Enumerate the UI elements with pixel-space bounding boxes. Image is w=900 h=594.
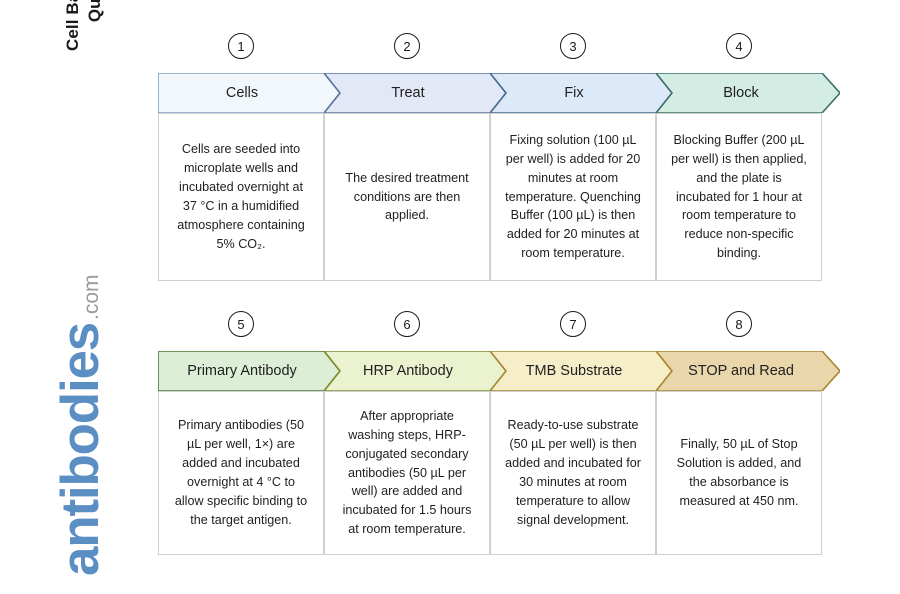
page-title: Cell Based ELISA Kits Quick Protocol (56, 0, 112, 86)
step-description-text: After appropriate washing steps, HRP-con… (342, 408, 472, 537)
step-chevron-label: Cells (225, 85, 259, 101)
brand-watermark: antibodies .com (50, 274, 116, 576)
step-chevron-label: HRP Antibody (362, 363, 453, 379)
chevron-shape (490, 73, 672, 113)
step-chevron-3[interactable]: Fix (490, 73, 672, 113)
step-description-2: The desired treatment conditions are the… (324, 113, 490, 281)
step-number-5: 5 (228, 311, 254, 337)
step-description-3: Fixing solution (100 µL per well) is add… (490, 113, 656, 281)
step-description-text: Cells are seeded into microplate wells a… (177, 142, 305, 251)
step-number-3: 3 (560, 33, 586, 59)
step-description-text: Primary antibodies (50 µL per well, 1×) … (174, 418, 308, 527)
step-number-7: 7 (560, 311, 586, 337)
brand-watermark-name: antibodies (51, 322, 110, 576)
step-description-text: Finally, 50 µL of Stop Solution is added… (676, 437, 802, 508)
step-chevron-5[interactable]: Primary Antibody (158, 351, 340, 391)
step-description-6: After appropriate washing steps, HRP-con… (324, 391, 490, 555)
step-chevron-label: Block (723, 85, 759, 101)
step-number-6: 6 (394, 311, 420, 337)
chevron-shape (490, 351, 672, 391)
step-chevron-4[interactable]: Block (656, 73, 840, 113)
step-description-5: Primary antibodies (50 µL per well, 1×) … (158, 391, 324, 555)
step-number-2: 2 (394, 33, 420, 59)
brand-watermark-tld: .com (80, 274, 103, 320)
chevron-shape (656, 351, 840, 391)
step-number-8: 8 (726, 311, 752, 337)
step-chevron-label: Primary Antibody (187, 363, 297, 379)
step-chevron-label: TMB Substrate (525, 363, 623, 379)
step-chevron-8[interactable]: STOP and Read (656, 351, 840, 391)
step-chevron-label: Treat (391, 85, 425, 101)
chevron-shape (324, 73, 506, 113)
chevron-shape (656, 73, 840, 113)
step-description-4: Blocking Buffer (200 µL per well) is the… (656, 113, 822, 281)
step-description-text: The desired treatment conditions are the… (345, 170, 469, 223)
step-chevron-1[interactable]: Cells (158, 73, 340, 113)
page-title-line-2: Quick Protocol (84, 0, 106, 22)
step-description-8: Finally, 50 µL of Stop Solution is added… (656, 391, 822, 555)
step-chevron-label: STOP and Read (688, 363, 794, 379)
step-description-1: Cells are seeded into microplate wells a… (158, 113, 324, 281)
step-number-1: 1 (228, 33, 254, 59)
step-number-4: 4 (726, 33, 752, 59)
step-chevron-2[interactable]: Treat (324, 73, 506, 113)
step-description-text: Ready-to-use substrate (50 µL per well) … (505, 418, 641, 527)
step-description-7: Ready-to-use substrate (50 µL per well) … (490, 391, 656, 555)
chevron-shape (324, 351, 506, 391)
step-description-text: Fixing solution (100 µL per well) is add… (505, 132, 641, 261)
step-chevron-6[interactable]: HRP Antibody (324, 351, 506, 391)
step-chevron-7[interactable]: TMB Substrate (490, 351, 672, 391)
page-title-line-1: Cell Based ELISA Kits (62, 0, 84, 51)
step-chevron-label: Fix (564, 85, 584, 101)
step-description-text: Blocking Buffer (200 µL per well) is the… (671, 132, 807, 261)
